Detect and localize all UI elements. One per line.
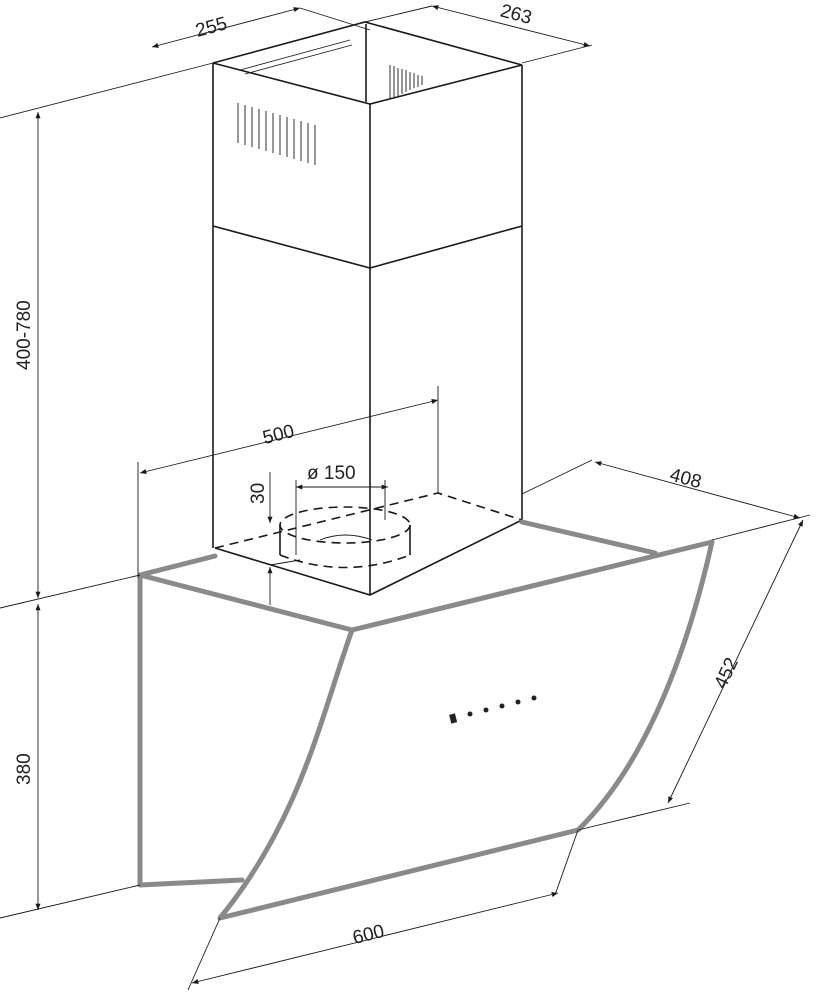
control-panel — [449, 695, 537, 724]
chimney-lower — [212, 226, 523, 596]
dimension-lines — [0, 5, 811, 991]
vent-slots-side — [389, 65, 423, 98]
dim-outlet-height: 30 — [248, 483, 269, 504]
dim-outlet-diameter: ø 150 — [307, 463, 356, 484]
dim-chimney-width: 255 — [193, 13, 229, 41]
outlet-collar — [279, 506, 411, 569]
hood-body — [137, 519, 715, 921]
chimney-upper — [212, 21, 523, 269]
dim-mount-width: 500 — [261, 421, 297, 449]
dim-chimney-depth: 263 — [498, 0, 534, 28]
dim-hood-depth: 408 — [668, 465, 704, 493]
dim-chimney-height: 400-780 — [14, 300, 35, 370]
dim-hood-height: 380 — [14, 753, 35, 785]
dim-glass-length: 452 — [710, 655, 742, 693]
dim-hood-width: 600 — [351, 921, 387, 949]
vent-slots-front — [237, 103, 316, 165]
